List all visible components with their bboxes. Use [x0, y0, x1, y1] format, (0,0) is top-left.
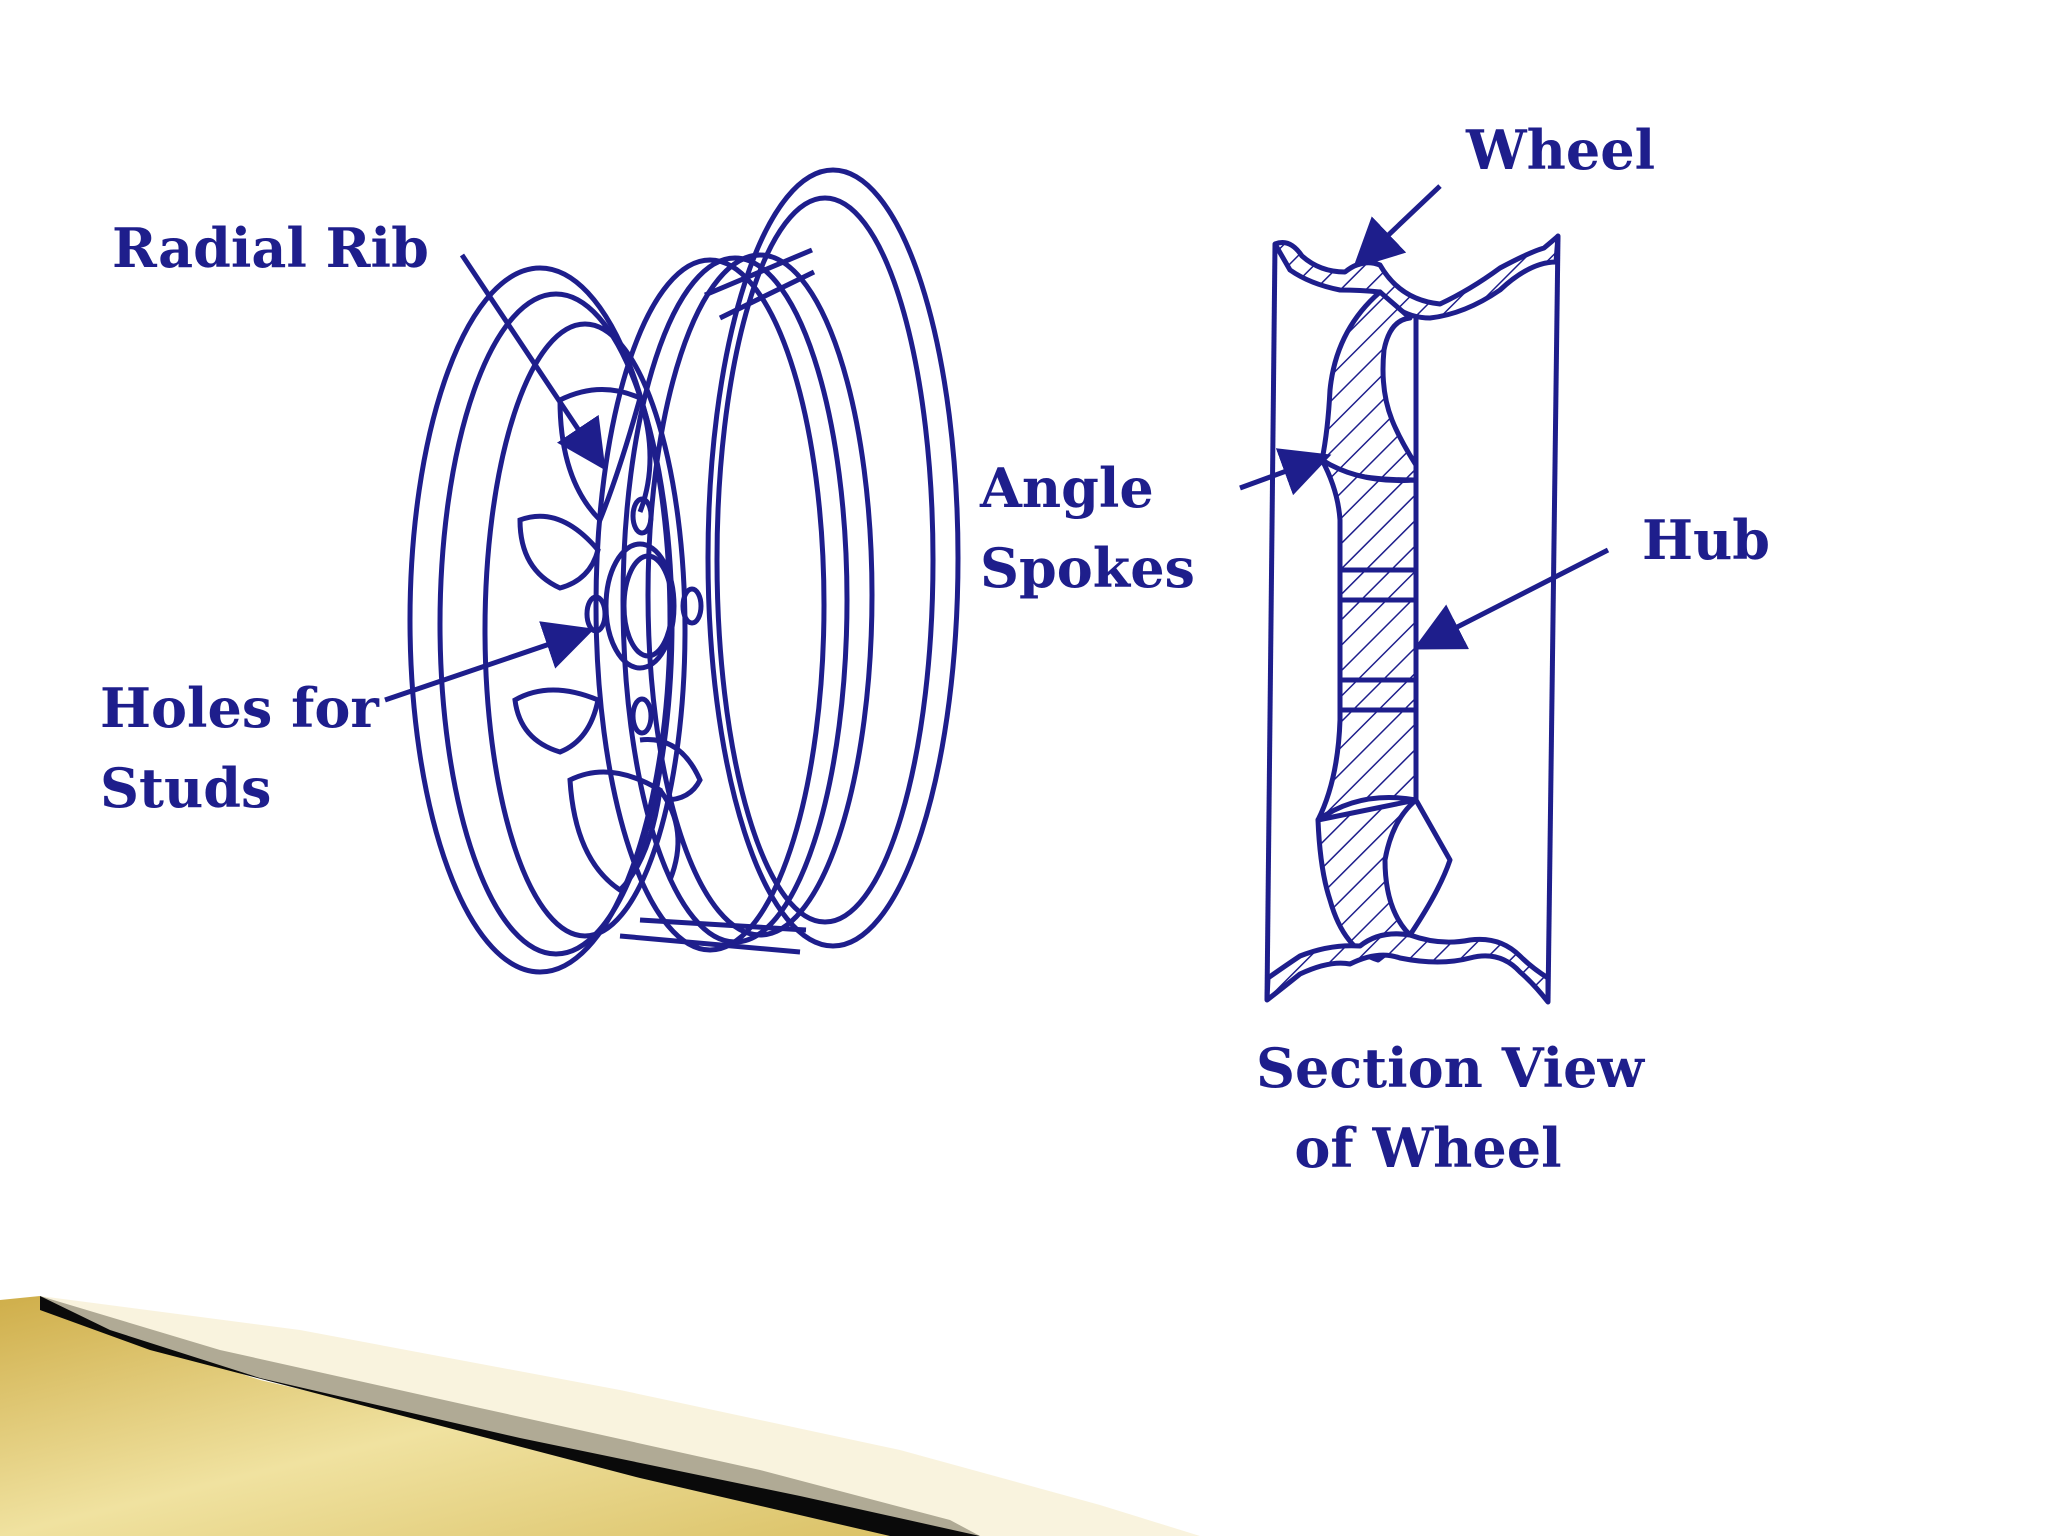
leader-arrows: [384, 184, 1610, 703]
spoke-top-shadow: [637, 397, 653, 513]
section-hub: [1315, 457, 1419, 823]
arrow-holes-for-studs: [384, 621, 595, 703]
label-angle-spokes-line2: Spokes: [980, 536, 1195, 600]
wheel-hub-outer: [603, 541, 677, 671]
arrow-angle-spokes: [1239, 448, 1332, 496]
section-inner-step: [1407, 318, 1453, 937]
arrow-radial-rib: [459, 253, 606, 471]
arrow-wheel: [1352, 184, 1442, 269]
slide-corner-decoration: [0, 1296, 1200, 1536]
barrel-bottom-edge: [619, 933, 801, 955]
wheel-back-flange-inner: [714, 195, 936, 925]
stud-hole: [630, 696, 654, 736]
spoke-right-lower: [639, 737, 703, 803]
section-rim-right: [1545, 235, 1561, 1003]
label-angle-spokes-line1: Angle: [980, 456, 1154, 520]
section-bottom-profile: [1264, 931, 1551, 1005]
section-upper-spoke: [1319, 289, 1419, 483]
spoke-lower-left: [512, 687, 601, 755]
spoke-left: [517, 513, 601, 591]
label-wheel: Wheel: [1466, 118, 1656, 182]
label-holes-for-studs-line1: Holes for: [100, 676, 379, 740]
arrow-hub: [1413, 547, 1610, 650]
stud-hole: [584, 594, 608, 634]
barrel-groove-1: [645, 252, 875, 938]
barrel-top-edge: [704, 247, 813, 298]
label-holes-for-studs-line2: Studs: [100, 756, 272, 820]
barrel-groove-3: [593, 257, 827, 953]
section-rim-left: [1264, 243, 1278, 1001]
section-top-profile: [1272, 233, 1561, 321]
wheel-hub-inner: [621, 553, 675, 659]
barrel-top-edge-2: [718, 269, 816, 321]
wheel-front-rim-inner: [482, 321, 688, 939]
stud-hole: [680, 586, 704, 626]
wheel-illustration: [407, 167, 961, 975]
label-section-view-line2: of Wheel: [1294, 1116, 1562, 1180]
wheel-back-flange: [705, 167, 961, 949]
label-radial-rib: Radial Rib: [112, 216, 429, 280]
label-hub: Hub: [1642, 508, 1771, 572]
section-view: [1264, 233, 1561, 1005]
label-section-view-line1: Section View: [1255, 1036, 1645, 1100]
spoke-bottom: [567, 769, 663, 894]
